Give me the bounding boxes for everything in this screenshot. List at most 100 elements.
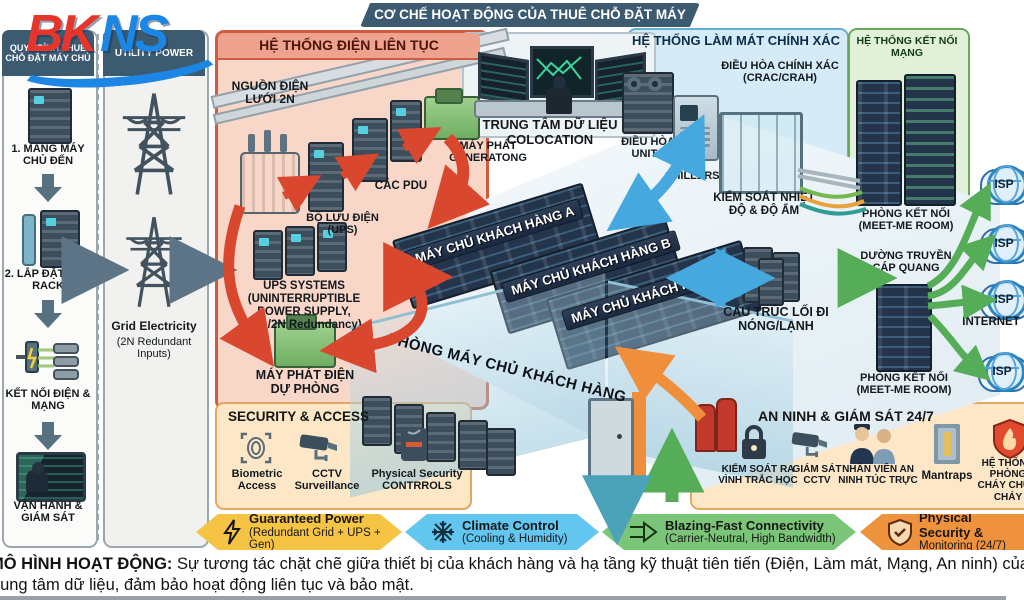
- mantrap-door-icon: [934, 424, 960, 464]
- utility-column-header-text: UTILITY POWER: [114, 47, 194, 59]
- banner-subtitle: (Redundant Grid + UPS + Gen): [249, 526, 381, 552]
- banner-title: Climate Control: [462, 517, 559, 533]
- ac-units-label: ĐIỀU HÒA UNITS: [621, 136, 675, 161]
- mantraps-label: Mantraps: [921, 470, 973, 482]
- banner-subtitle: Monitoring (24/7): [919, 539, 1006, 552]
- ups-tower-icon: [285, 226, 315, 276]
- snowflake-icon: [431, 520, 455, 544]
- grid-electricity-label: Grid Electricity: [111, 319, 197, 333]
- footer-description: MÔ HÌNH HOẠT ĐỘNG: Sự tương tác chặt chẽ…: [0, 554, 1024, 596]
- pdu-label: CÁC PDU: [374, 180, 428, 192]
- electrical-panel: [486, 428, 516, 476]
- backup-generator-label: MÁY PHÁT ĐIỆN DỰ PHÒNG: [255, 368, 355, 396]
- utility-column-header: UTILITY POWER: [103, 30, 205, 76]
- internet-label: INTERNET: [962, 316, 1020, 328]
- fire-suppression-tank: [695, 404, 716, 452]
- pdu-cabinet-icon: [352, 118, 388, 182]
- security-monitoring-header: AN NINH & GIÁM SÁT 24/7: [758, 408, 1024, 424]
- bkns-logo: BK NS: [10, 4, 228, 96]
- shield-check-icon: [888, 518, 912, 546]
- server-icon: [28, 88, 72, 144]
- network-section-header: HỆ THỐNG KẾT NỐI MẠNG: [856, 35, 958, 59]
- down-arrow-icon: [31, 422, 65, 452]
- security-monitoring-header-text: AN NINH & GIÁM SÁT 24/7: [758, 408, 934, 424]
- footer-lead: MÔ HÌNH HOẠT ĐỘNG:: [0, 555, 173, 573]
- step-1-label: 1. MANG MÁY CHỦ ĐẾN: [11, 143, 85, 168]
- cctv-camera-icon: [299, 434, 337, 461]
- electrical-panel: [458, 420, 488, 470]
- biometric-access-label: Biometric Access: [231, 468, 283, 493]
- operator-monitor-icon: [16, 452, 86, 502]
- transmission-tower-icon: [126, 216, 182, 308]
- ups-cabinet-icon: [308, 142, 344, 212]
- step-3-label: KẾT NỐI ĐIỆN & MẠNG: [5, 388, 91, 413]
- fingerprint-icon: [240, 432, 272, 464]
- transformer-bushing: [264, 130, 271, 152]
- isp-label: ISP: [992, 364, 1012, 378]
- fire-suppression-tank: [716, 398, 737, 452]
- fire-shield-icon: [993, 418, 1024, 460]
- power-network-connect-icon: [16, 341, 79, 380]
- page-title-text: CƠ CHẾ HOẠT ĐỘNG CỦA THUÊ CHỖ ĐẶT MÁY CH…: [374, 7, 686, 22]
- electrical-panel: [362, 396, 392, 446]
- fiber-label: DƯỜNG TRUYỀN CÁP QUANG: [860, 250, 952, 275]
- isp-label: ISP: [994, 236, 1014, 250]
- ups-tower-icon: [317, 222, 347, 272]
- electrical-panel: [426, 412, 456, 462]
- operator-head: [32, 462, 44, 474]
- banner-physical-security: Physical Security & Monitoring (24/7): [860, 514, 1024, 550]
- door-frame-highlight: [632, 392, 646, 478]
- meet-me-room-top-label: PHÒNG KẾT NỐI (MEET-ME ROOM): [858, 208, 954, 233]
- network-rack-icon: [904, 74, 956, 206]
- ups-systems-label: UPS SYSTEMS (UNINTERRUPTIBLE POWER SUPPL…: [246, 280, 362, 331]
- banner-title: Blazing-Fast Connectivity: [665, 517, 824, 533]
- process-column-header: QUY TRÌNH THUÊ CHỖ ĐẶT MÁY CHỦ: [2, 30, 94, 76]
- guards-label: NHÂN VIÊN AN NINH TÚC TRỰC: [838, 464, 918, 487]
- down-arrow-icon: [31, 300, 65, 330]
- isp-label: ISP: [994, 292, 1014, 306]
- lightning-icon: [222, 519, 242, 545]
- isp-node: ISP: [978, 350, 1024, 394]
- fire-system-label: HỆ THỐNG PHÒNG CHÁY CHỮA CHÁY: [977, 458, 1024, 503]
- cctv-camera-icon: [791, 432, 827, 458]
- banner-title: Guaranteed Power: [249, 511, 364, 527]
- door-handle: [617, 434, 622, 439]
- fast-arrow-icon: [628, 521, 658, 543]
- operator-figure: [26, 470, 48, 492]
- banner-connectivity: Blazing-Fast Connectivity (Carrier-Neutr…: [602, 514, 856, 550]
- room-door[interactable]: [588, 398, 634, 480]
- cctv-monitor-label: GIÁM SÁT CCTV: [792, 464, 842, 487]
- banner-subtitle: (Carrier-Neutral, High Bandwidth): [665, 532, 836, 545]
- network-rack-icon: [856, 80, 902, 206]
- transmission-tower-icon: [122, 93, 186, 195]
- security-guards-icon: [850, 424, 895, 464]
- crac-enclosure-icon: [719, 112, 803, 194]
- transformer-icon: [240, 152, 300, 214]
- crac-label: ĐIỀU HÒA CHÍNH XÁC (CRAC/CRAH): [721, 60, 839, 85]
- generator-icon: [424, 88, 480, 140]
- banner-title: Physical Security &: [919, 510, 984, 540]
- meet-me-room-bottom-label: PHÒNG KẾT NỐI (MEET-ME ROOM): [856, 372, 952, 397]
- down-arrow-icon: [31, 174, 65, 204]
- meet-me-rack-icon: [876, 284, 932, 372]
- access-card-icon: [401, 428, 427, 461]
- footer-cut-line: [0, 596, 1006, 600]
- banner-guaranteed-power: Guaranteed Power (Redundant Grid + UPS +…: [196, 514, 402, 550]
- transformer-bushing: [280, 134, 287, 152]
- control-room-label: TRUNG TÂM DỮ LIỆU COLOCATION: [482, 117, 618, 147]
- transformer-bushing: [248, 134, 255, 152]
- process-column-header-text: QUY TRÌNH THUÊ CHỖ ĐẶT MÁY CHỦ: [5, 43, 91, 63]
- monitor-graph: [536, 56, 582, 80]
- rack-install-icon: [40, 210, 80, 268]
- grid-electricity-sublabel: (2N Redundant Inputs): [116, 336, 192, 361]
- security-access-header-text: SECURITY & ACCESS: [228, 409, 370, 424]
- aisle-rack-icon: [758, 258, 784, 306]
- step-2-label: 2. LẮP ĐẶT VÀO RACK: [4, 268, 92, 293]
- monitor-icon: [478, 51, 529, 107]
- logo-bk: BK: [26, 5, 98, 63]
- ac-units-icon: [622, 72, 674, 134]
- biometric-control-label: KIỂM SOÁT RA VÌNH TRẮC HỌC: [718, 464, 798, 487]
- pdu-cabinet-icon: [390, 100, 422, 162]
- control-operator-head: [553, 76, 566, 89]
